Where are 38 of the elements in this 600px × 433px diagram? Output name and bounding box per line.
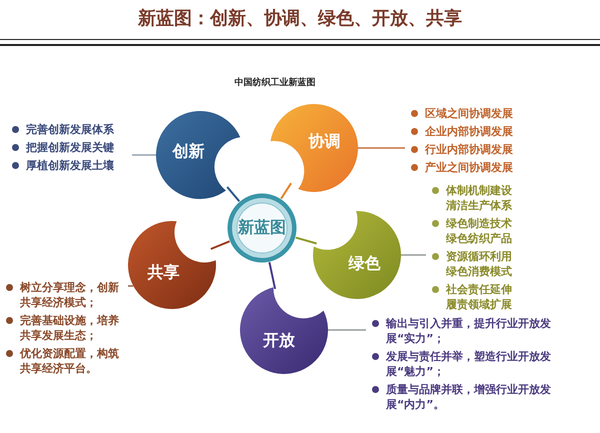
- petal-label: 共享: [148, 262, 180, 284]
- bullet-item: 完善基础设施，培养共享发展生态；: [2, 313, 126, 343]
- hub-circle: [227, 193, 297, 263]
- bullet-item: 行业内部协调发展: [407, 142, 542, 157]
- bullet-item: 发展与责任并举，塑造行业开放发展“魅力”；: [368, 349, 568, 379]
- petal-label: 创新: [172, 141, 204, 162]
- hub-label: 新蓝图: [238, 218, 286, 238]
- bullet-item: 输出与引入并重，提升行业开放发展“实力”；: [368, 316, 568, 346]
- bullet-item: 绿色制造技术绿色纺织产品: [428, 216, 520, 246]
- bullet-item: 完善创新发展体系: [8, 122, 130, 137]
- bullet-item: 体制机制建设清洁生产体系: [428, 183, 520, 213]
- petal-shape: [126, 219, 218, 311]
- connector-stem: [268, 262, 276, 290]
- connector-stem: [295, 236, 317, 244]
- bullet-item: 资源循环利用绿色消费模式: [428, 249, 520, 279]
- bullet-item: 优化资源配置，构筑共享经济平台。: [2, 346, 126, 376]
- bullet-item: 把握创新发展关键: [8, 140, 130, 155]
- title: 新蓝图：创新、协调、绿色、开放、共享: [136, 7, 463, 30]
- bullet-item: 区域之间协调发展: [407, 106, 542, 121]
- bullet-item: 厚植创新发展土壤: [8, 158, 130, 173]
- petal-shape: [311, 209, 403, 301]
- bullet-item: 企业内部协调发展: [407, 124, 542, 139]
- petal-label: 绿色: [348, 254, 381, 275]
- leader-line: [328, 329, 366, 331]
- connector-stem: [226, 186, 240, 202]
- petal-shape: [268, 102, 360, 194]
- leader-line: [132, 154, 156, 156]
- leader-line: [401, 254, 426, 256]
- bullet-item: 产业之间协调发展: [407, 160, 542, 175]
- connector-stem: [280, 182, 292, 200]
- petal-label: 开放: [262, 330, 295, 352]
- bullet-item: 树立分享理念，创新共享经济模式；: [2, 280, 126, 310]
- connector-stem: [210, 240, 230, 250]
- bullet-item: 社会责任延伸履责领域扩展: [428, 282, 520, 312]
- petal-label: 协调: [308, 132, 340, 152]
- bullet-item: 质量与品牌并联，增强行业开放发展“内力”。: [368, 382, 568, 412]
- subtitle: 中国纺织工业新蓝图: [234, 76, 316, 89]
- leader-line: [358, 147, 405, 149]
